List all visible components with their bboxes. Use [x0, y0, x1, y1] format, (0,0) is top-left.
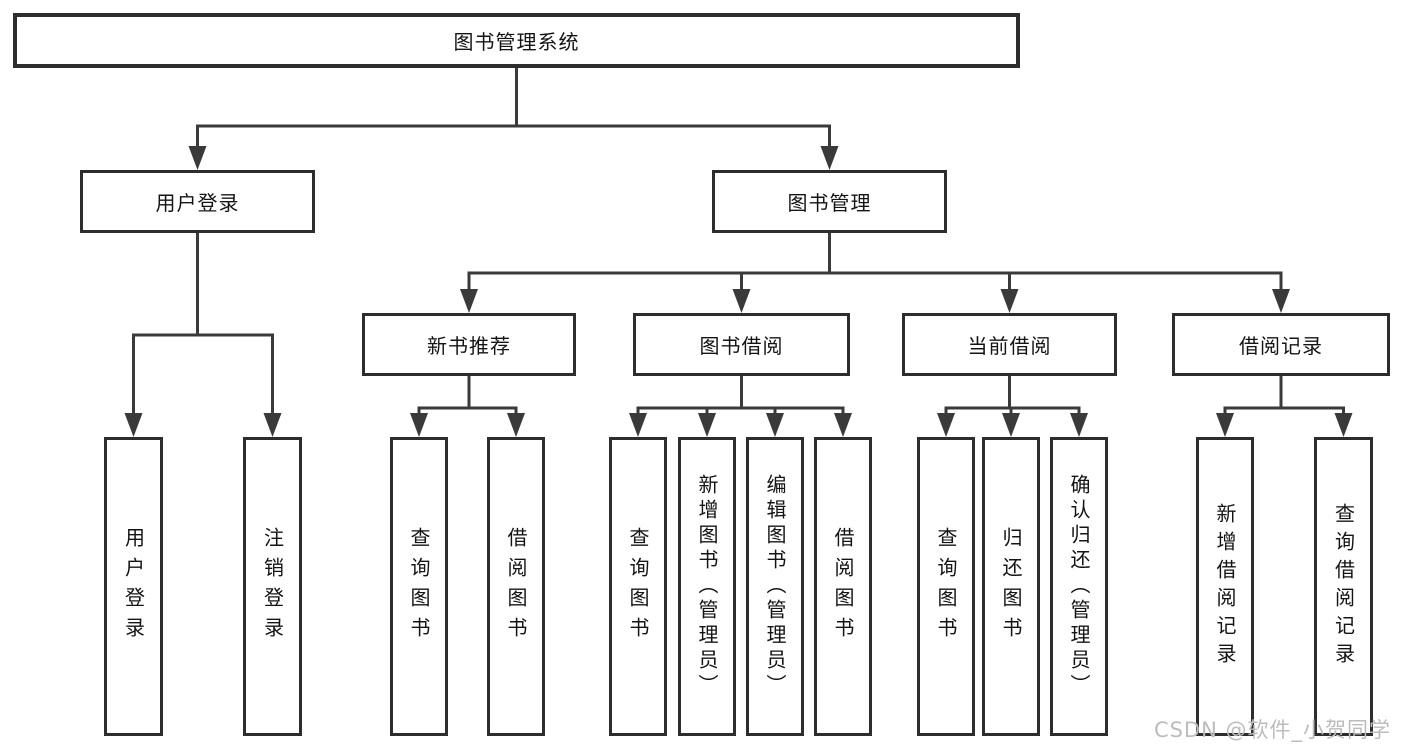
- node-leaf-borrow-book-2: 借阅图书: [814, 437, 872, 736]
- node-leaf-confirm-return: 确认归还（管理员）: [1050, 437, 1108, 736]
- node-leaf-borrow-book-2-label: 借阅图书: [831, 526, 855, 647]
- arrowhead-nbr-query: [410, 413, 428, 437]
- node-leaf-edit-book-label: 编辑图书（管理员）: [763, 474, 787, 699]
- node-leaf-edit-book: 编辑图书（管理员）: [746, 437, 804, 736]
- arrowhead-book-management: [820, 146, 839, 170]
- node-book-borrow: 图书借阅: [633, 313, 850, 376]
- node-book-borrow-label: 图书借阅: [699, 334, 784, 358]
- node-leaf-query-book-3: 查询图书: [917, 437, 975, 736]
- node-user-login: 用户登录: [80, 170, 315, 233]
- arrowhead-leaf-user-login: [124, 413, 143, 437]
- node-leaf-query-book-1: 查询图书: [390, 437, 448, 736]
- node-leaf-return-book-label: 归还图书: [999, 526, 1023, 647]
- node-borrow-records: 借阅记录: [1172, 313, 1390, 376]
- arrowhead-current-borrow: [1000, 289, 1019, 313]
- node-new-book-recommend: 新书推荐: [362, 313, 576, 376]
- node-leaf-confirm-return-label: 确认归还（管理员）: [1067, 474, 1091, 699]
- node-leaf-add-borrow-record-label: 新增借阅记录: [1213, 502, 1237, 671]
- node-leaf-return-book: 归还图书: [982, 437, 1040, 736]
- node-root: 图书管理系统: [13, 13, 1020, 68]
- node-borrow-records-label: 借阅记录: [1239, 334, 1323, 358]
- node-leaf-borrow-book-1: 借阅图书: [487, 437, 545, 736]
- node-current-borrow: 当前借阅: [902, 313, 1117, 376]
- node-leaf-borrow-book-1-label: 借阅图书: [504, 526, 528, 647]
- node-new-book-recommend-label: 新书推荐: [427, 334, 511, 358]
- node-leaf-logout: 注销登录: [243, 437, 302, 736]
- arrowhead-nbr-borrow: [507, 413, 525, 437]
- arrowhead-bb-add: [698, 413, 716, 437]
- node-leaf-query-borrow-record-label: 查询借阅记录: [1331, 502, 1356, 671]
- arrowhead-cb-query: [937, 413, 955, 437]
- arrowhead-br-query: [1334, 413, 1353, 437]
- arrowhead-new-book-recommend: [460, 289, 478, 313]
- node-leaf-query-book-2-label: 查询图书: [626, 526, 650, 647]
- node-leaf-logout-label: 注销登录: [260, 526, 285, 647]
- arrowhead-book-borrow: [732, 289, 751, 313]
- node-book-management-label: 图书管理: [787, 191, 872, 215]
- arrowhead-br-add: [1216, 413, 1234, 437]
- arrowhead-user-login: [188, 146, 207, 170]
- node-leaf-query-borrow-record: 查询借阅记录: [1314, 437, 1373, 736]
- node-root-label: 图书管理系统: [453, 30, 580, 54]
- node-book-management: 图书管理: [712, 170, 947, 233]
- arrowhead-bb-borrow: [834, 413, 852, 437]
- node-current-borrow-label: 当前借阅: [967, 334, 1052, 358]
- arrowhead-leaf-logout: [263, 413, 282, 437]
- node-user-login-label: 用户登录: [155, 191, 240, 215]
- arrowhead-borrow-records: [1272, 289, 1290, 313]
- node-leaf-user-login: 用户登录: [104, 437, 163, 736]
- arrowhead-cb-return: [1002, 413, 1020, 437]
- node-leaf-query-book-1-label: 查询图书: [407, 526, 431, 647]
- node-leaf-query-book-2: 查询图书: [609, 437, 667, 736]
- csdn-watermark: CSDN @软件_小贺同学: [1153, 718, 1391, 742]
- arrowhead-bb-edit: [766, 413, 784, 437]
- node-leaf-add-borrow-record: 新增借阅记录: [1196, 437, 1254, 736]
- arrowhead-bb-query: [629, 413, 647, 437]
- arrowhead-cb-confirm: [1070, 413, 1088, 437]
- node-leaf-add-book-label: 新增图书（管理员）: [695, 474, 719, 699]
- node-leaf-query-book-3-label: 查询图书: [934, 526, 958, 647]
- node-leaf-user-login-label: 用户登录: [121, 526, 146, 647]
- node-leaf-add-book: 新增图书（管理员）: [678, 437, 736, 736]
